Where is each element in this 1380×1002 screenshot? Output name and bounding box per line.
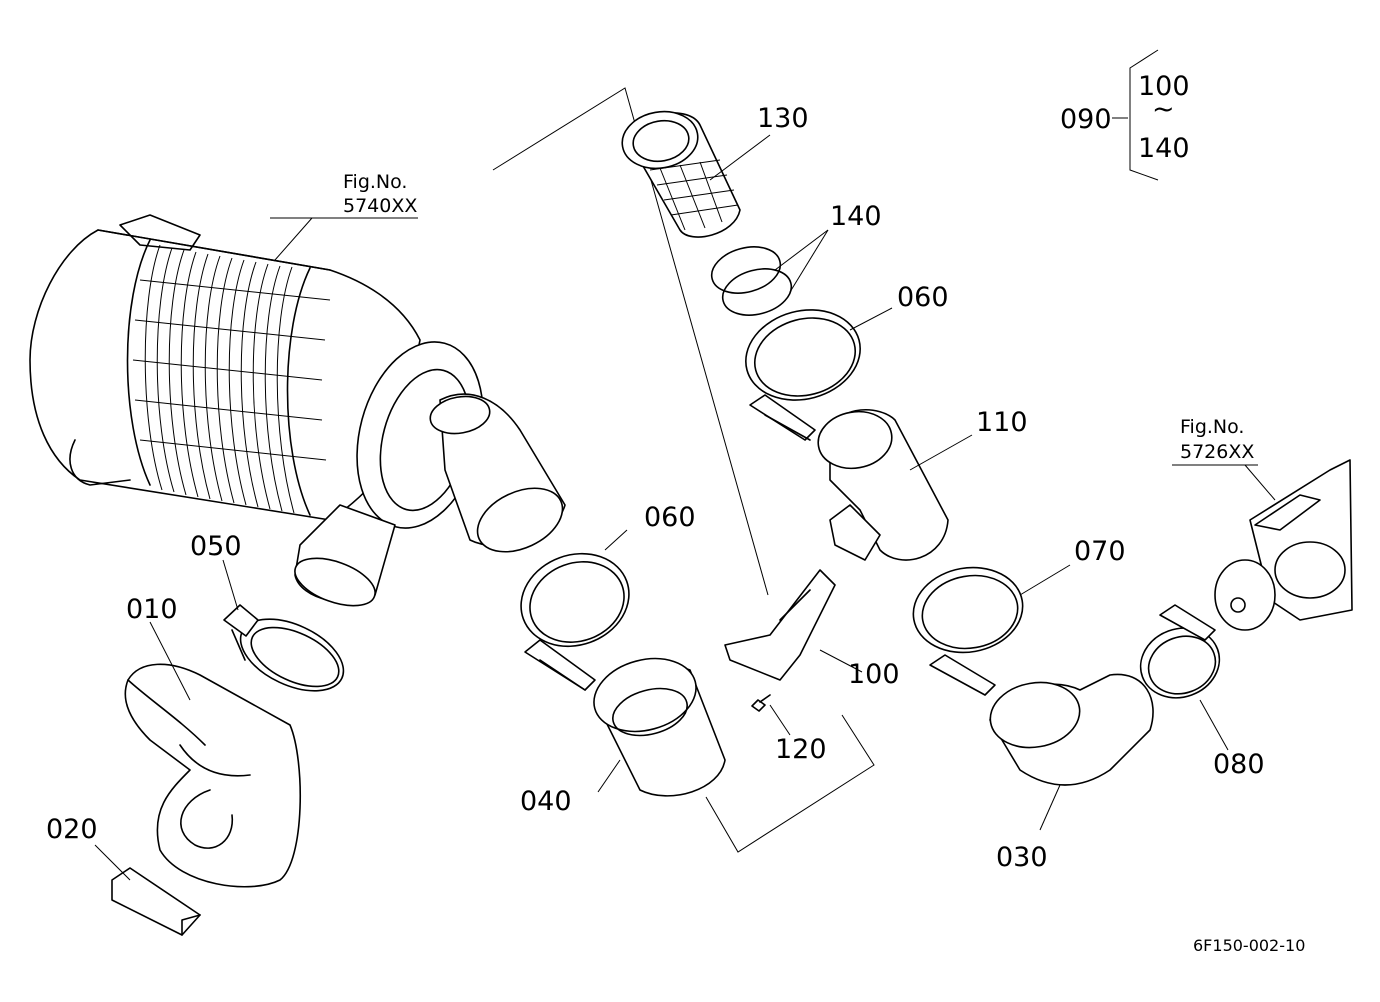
label-070: 070 — [1074, 536, 1126, 567]
labels: Fig.No. 5740XX Fig.No. 5726XX 090 100 ~ … — [46, 71, 1305, 955]
label-100: 100 — [848, 659, 900, 690]
kit-boundary-bracket — [492, 87, 875, 853]
air-cleaner-assembly — [29, 214, 566, 607]
label-120: 120 — [775, 734, 827, 765]
leader-lines — [94, 134, 1276, 881]
part-020-foam-pad — [111, 867, 201, 936]
part-080-hose-clamp — [1139, 604, 1221, 699]
label-060-upper: 060 — [897, 282, 949, 313]
part-040-hose — [593, 657, 726, 797]
fig-ref-upper-left-line1: Fig.No. — [343, 171, 407, 193]
label-130: 130 — [757, 103, 809, 134]
label-060-lower: 060 — [644, 502, 696, 533]
part-050-hose-clamp — [223, 604, 345, 692]
part-100-sensor — [724, 569, 836, 681]
label-range-end: 140 — [1138, 133, 1190, 164]
drawing-code: 6F150-002-10 — [1193, 936, 1305, 955]
label-range-start: 100 — [1138, 71, 1190, 102]
label-080: 080 — [1213, 749, 1265, 780]
label-090: 090 — [1060, 104, 1112, 135]
part-010-intake-duct — [124, 663, 302, 888]
fig-ref-right-line2: 5726XX — [1180, 441, 1254, 463]
part-130-screen — [621, 110, 741, 238]
engine-intake-assembly — [1214, 459, 1353, 631]
part-060-hose-clamp-lower — [520, 552, 630, 691]
part-030-elbow-hose — [989, 673, 1154, 786]
label-040: 040 — [520, 786, 572, 817]
assembly-group-bracket — [1112, 49, 1159, 181]
label-010: 010 — [126, 594, 178, 625]
fig-ref-upper-left-line2: 5740XX — [343, 195, 417, 217]
fig-ref-right-line1: Fig.No. — [1180, 416, 1244, 438]
part-120-screw — [751, 694, 771, 712]
label-020: 020 — [46, 814, 98, 845]
part-070-hose-clamp — [912, 566, 1024, 696]
part-140-o-rings — [710, 246, 793, 316]
part-060-hose-clamp-upper — [745, 309, 861, 441]
label-050: 050 — [190, 531, 242, 562]
part-110-adapter-pipe — [817, 409, 949, 561]
label-030: 030 — [996, 842, 1048, 873]
label-range-sep: ~ — [1152, 94, 1175, 125]
label-140: 140 — [830, 201, 882, 232]
label-110: 110 — [976, 407, 1028, 438]
